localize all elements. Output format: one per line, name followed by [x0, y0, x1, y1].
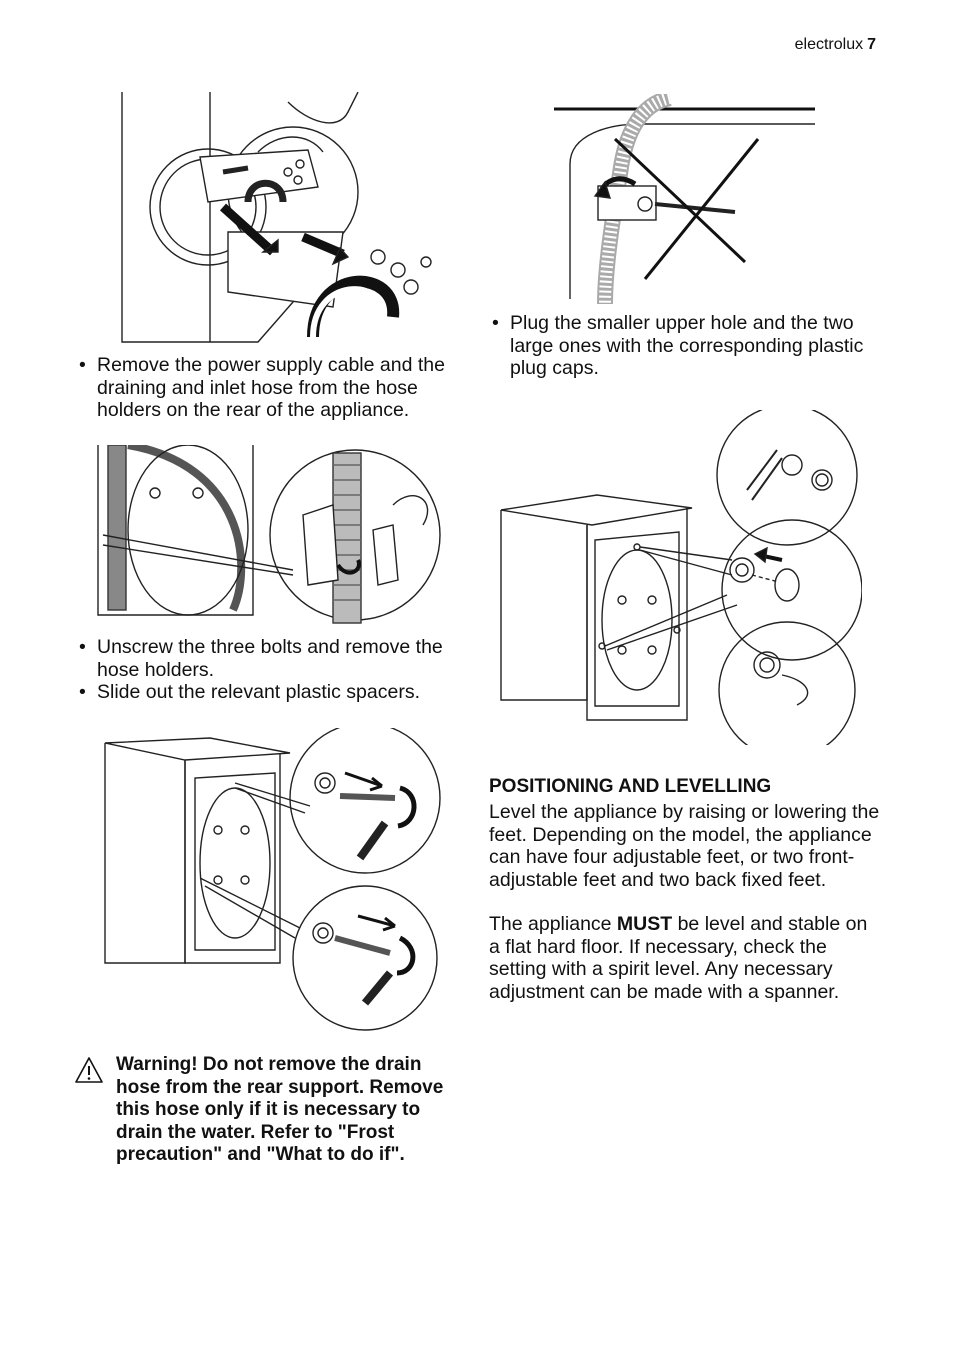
step2-list: Unscrew the three bolts and remove the h… [79, 636, 464, 704]
figure-rear-bolts [100, 728, 445, 1033]
brand-name: electrolux [794, 36, 864, 53]
step2-item-2: Slide out the relevant plastic spacers. [79, 681, 464, 704]
levelling-paragraph-2: The appliance MUST be level and stable o… [489, 913, 881, 1003]
figure-remove-hoses [108, 92, 453, 347]
step2-item-1: Unscrew the three bolts and remove the h… [79, 636, 464, 681]
section-title: POSITIONING AND LEVELLING [489, 776, 772, 797]
para2-end: be level and stable on a flat hard floor… [489, 913, 868, 1003]
levelling-paragraph-1: Level the appliance by raising or loweri… [489, 801, 880, 891]
warning-icon [74, 1056, 104, 1089]
step1-item: Remove the power supply cable and the dr… [79, 354, 464, 422]
step3-list: Plug the smaller upper hole and the two … [492, 312, 884, 380]
figure-plug-caps [497, 410, 862, 745]
figure-hose-crossed-out [550, 94, 820, 306]
step3-item: Plug the smaller upper hole and the two … [492, 312, 884, 380]
para2-emphasis: MUST [616, 913, 673, 935]
para2-start: The appliance [489, 913, 617, 935]
figure-unscrew-bolts [93, 445, 443, 625]
page-number: 7 [867, 36, 876, 53]
warning-text: Warning! Do not remove the drain hose fr… [116, 1054, 444, 1166]
step1-list: Remove the power supply cable and the dr… [79, 354, 464, 422]
